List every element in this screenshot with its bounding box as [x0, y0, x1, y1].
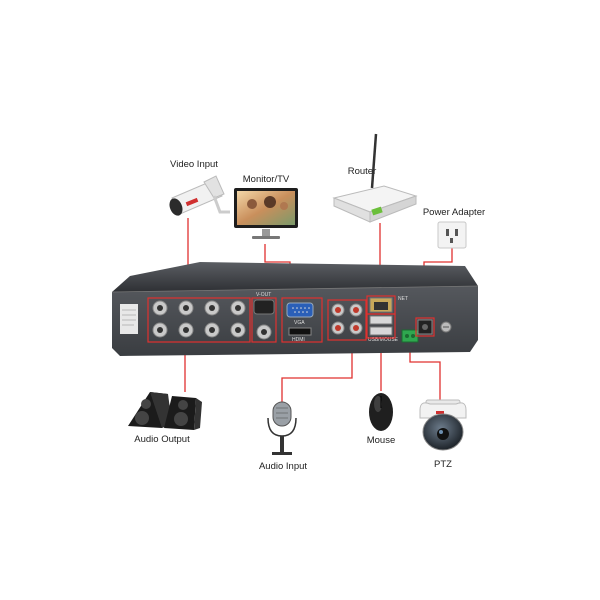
- label-ptz: PTZ: [434, 459, 452, 470]
- usb-ports: [369, 315, 393, 336]
- audio-rca-ports: [331, 303, 363, 335]
- ptz-camera: [419, 399, 467, 451]
- bnc-port: [178, 322, 194, 338]
- video-out-ports: [253, 299, 275, 340]
- dvr-sticker: [120, 304, 138, 334]
- mouse: [369, 393, 393, 431]
- dvr-recorder: V-OUT VGA HDMI NET: [111, 262, 479, 356]
- label-mouse: Mouse: [367, 435, 396, 446]
- label-audio-input: Audio Input: [259, 461, 307, 472]
- usb-label: USB/MOUSE: [368, 337, 399, 343]
- speakers: [128, 392, 202, 430]
- vga-label: VGA: [294, 320, 305, 326]
- hdmi-label: HDMI: [292, 337, 305, 343]
- hdmi-port: [288, 327, 312, 336]
- video-out-label: V-OUT: [256, 292, 271, 298]
- vga-port: [286, 302, 314, 318]
- label-audio-output: Audio Output: [134, 434, 190, 445]
- bnc-port: [178, 300, 194, 316]
- bullet-camera: [169, 175, 230, 216]
- wire-audio-input: [281, 340, 353, 402]
- bnc-port: [152, 300, 168, 316]
- power-outlet: [437, 221, 467, 249]
- microphone: [267, 401, 297, 455]
- dvr-top-surface: [112, 262, 478, 292]
- video-out-highlight: [251, 297, 277, 343]
- router: [332, 133, 418, 223]
- usb-highlight: [366, 313, 396, 339]
- bnc-port: [204, 322, 220, 338]
- label-video-input: Video Input: [170, 159, 218, 170]
- label-power-adapter: Power Adapter: [423, 207, 485, 218]
- ground-screw: [440, 321, 452, 333]
- display-highlight: [281, 297, 323, 343]
- bnc-port: [152, 322, 168, 338]
- bnc-video-ports: [152, 300, 246, 338]
- bnc-port: [230, 300, 246, 316]
- power-highlight: [415, 317, 435, 337]
- power-jack: [417, 319, 433, 335]
- label-monitor: Monitor/TV: [243, 174, 290, 185]
- net-label: NET: [398, 296, 408, 302]
- wire-ptz: [409, 344, 441, 400]
- bnc-port: [230, 322, 246, 338]
- ethernet-port: [369, 297, 393, 313]
- rs485-terminal: [401, 329, 419, 343]
- label-router: Router: [348, 166, 377, 177]
- video-input-highlight: [147, 297, 251, 343]
- bnc-port: [204, 300, 220, 316]
- audio-highlight: [327, 299, 367, 341]
- monitor-tv: [234, 188, 298, 239]
